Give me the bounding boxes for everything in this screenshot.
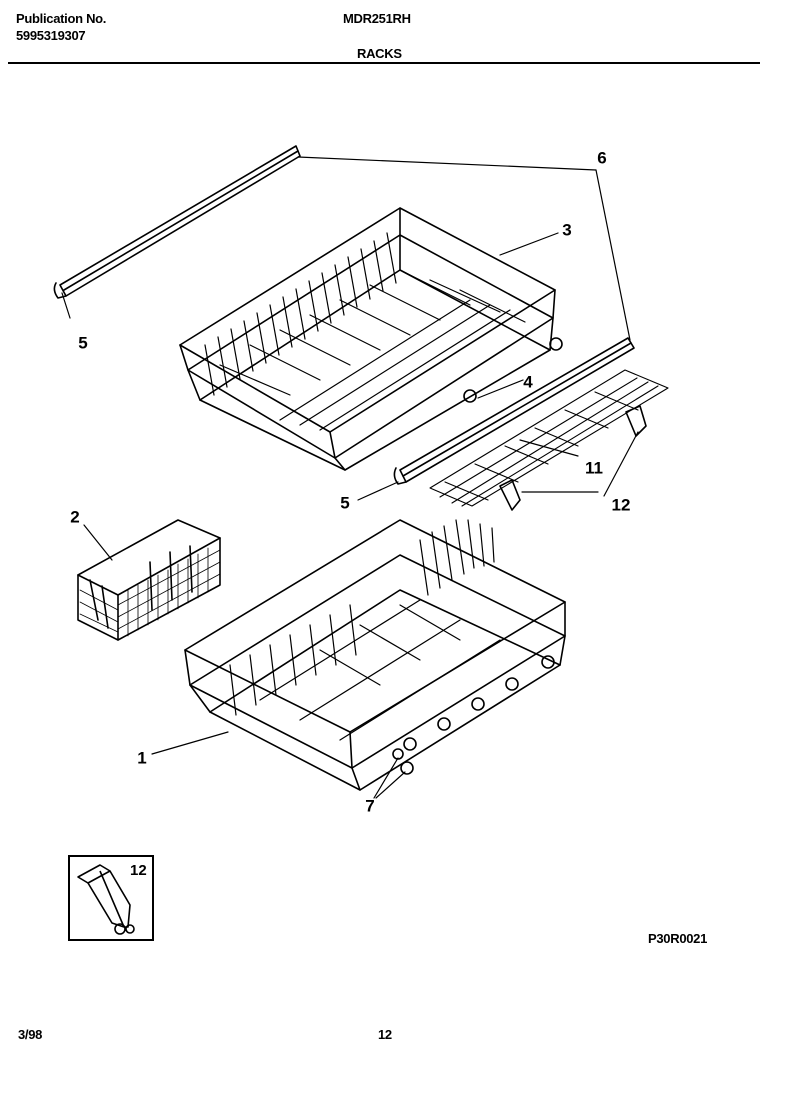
upper-rack [179, 207, 556, 471]
callout-5-upper: 5 [78, 333, 88, 353]
upper-rack-wheels [463, 337, 563, 403]
publication-number: 5995319307 [16, 28, 86, 43]
section-title: RACKS [357, 46, 402, 61]
callout-6: 6 [597, 148, 607, 168]
callout-5-lower: 5 [340, 493, 350, 513]
page-number: 12 [378, 1027, 392, 1042]
callout-3: 3 [562, 220, 572, 240]
clip-detail-drawing [77, 864, 135, 935]
shelf-clips [499, 405, 647, 511]
callout-12: 12 [611, 495, 631, 515]
callout-2: 2 [70, 507, 80, 527]
inset-callout-12: 12 [130, 862, 147, 879]
revision-date: 3/98 [18, 1027, 43, 1042]
clip-detail-inset: 12 [68, 855, 154, 941]
upper-rack-tines [204, 232, 526, 431]
header-rule [8, 62, 760, 64]
callout-4: 4 [523, 372, 533, 392]
silverware-basket-mesh [79, 547, 221, 637]
model-number: MDR251RH [343, 11, 411, 26]
callout-1: 1 [137, 748, 147, 768]
publication-label: Publication No. [16, 11, 107, 26]
callout-11: 11 [585, 458, 603, 478]
upper-rack-track-left [53, 145, 301, 299]
silverware-basket [77, 519, 221, 641]
leader-lines [61, 156, 639, 799]
cup-shelf [429, 369, 669, 507]
lower-rack [184, 519, 566, 791]
lower-rack-tines [229, 519, 501, 741]
drawing-code: P30R0021 [648, 931, 708, 946]
lower-rack-wheels [392, 655, 555, 775]
callout-7: 7 [365, 796, 375, 816]
upper-rack-track-right [393, 337, 635, 485]
